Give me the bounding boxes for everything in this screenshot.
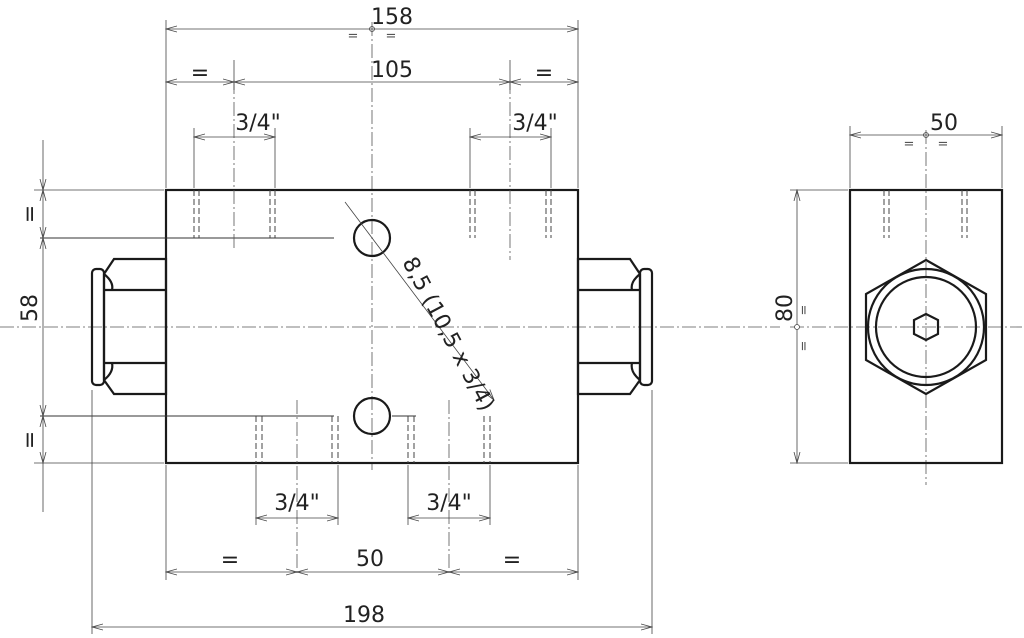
side-view: 50 = = 80 = = (773, 111, 1022, 485)
hole-leader (344, 201, 494, 400)
dim-equal-bottom-right: = (503, 548, 521, 573)
hex-nut (864, 258, 988, 396)
dim-port-top-right: 3/4" (512, 111, 558, 136)
top-port-bores (193, 80, 552, 260)
dim-equal-left: = (191, 61, 209, 86)
dim-58: 58 (18, 294, 43, 322)
right-hex-plug (576, 257, 654, 396)
front-view: 158 = = 105 = = 3/4" 3/4" = 58 = 8,5 (0, 5, 780, 634)
dim-105: 105 (371, 58, 413, 83)
sym-equal: = (797, 341, 812, 352)
sym-equal: = (797, 305, 812, 316)
hex-socket-icon (912, 312, 940, 342)
dim-equal-bottom: = (18, 431, 43, 449)
dim-side-50: 50 (930, 111, 958, 136)
dim-equal-right: = (535, 61, 553, 86)
sym-equal: = (386, 29, 397, 44)
dim-158: 158 (371, 5, 413, 30)
mounting-hole-bottom (352, 396, 392, 436)
dim-equal-bottom-left: = (221, 548, 239, 573)
dim-equal-top: = (18, 205, 43, 223)
sym-equal: = (904, 137, 915, 152)
left-hex-plug (90, 257, 168, 396)
plug-outer-ring (866, 267, 986, 387)
dim-port-top-left: 3/4" (235, 111, 281, 136)
side-body (848, 188, 1004, 465)
dim-side-80: 80 (773, 294, 798, 322)
dim-port-bottom-right: 3/4" (426, 491, 472, 516)
dim-50-bottom: 50 (356, 547, 384, 572)
mounting-hole-top (352, 218, 392, 258)
dim-port-bottom-left: 3/4" (274, 491, 320, 516)
sym-equal: = (938, 137, 949, 152)
sym-equal: = (348, 29, 359, 44)
bottom-port-bores (255, 400, 491, 575)
dim-198: 198 (343, 603, 385, 628)
hole-callout: 8,5 (10,5 x 3/4) (397, 253, 499, 415)
plug-inner-ring (874, 275, 978, 379)
